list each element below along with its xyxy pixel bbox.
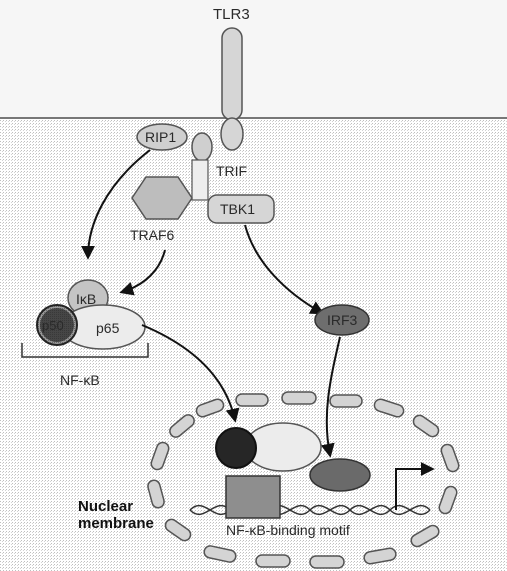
- extracellular-space: [0, 0, 507, 118]
- nfkb-binding-box: [226, 476, 280, 518]
- rip1-label: RIP1: [145, 129, 176, 145]
- trif-connector: [192, 160, 208, 200]
- tlr3-intracellular-domain: [221, 118, 243, 150]
- nuclear-membrane-label-line2: membrane: [78, 515, 154, 532]
- tlr3-receptor: [222, 28, 242, 120]
- traf6-label: TRAF6: [130, 227, 175, 243]
- p50-label: p50: [42, 318, 64, 333]
- nuclear-p50: [216, 428, 256, 468]
- p65-label: p65: [96, 320, 120, 336]
- nfkb-label: NF-κB: [60, 372, 100, 388]
- tlr3-label: TLR3: [213, 6, 250, 23]
- trif-label: TRIF: [216, 163, 247, 179]
- tbk1-label: TBK1: [220, 201, 255, 217]
- nuclear-membrane-label-line1: Nuclear: [78, 498, 133, 515]
- irf3-label: IRF3: [327, 312, 358, 328]
- trif-protein: [192, 133, 212, 161]
- nuclear-irf3: [310, 459, 370, 491]
- traf6-protein: [132, 177, 192, 219]
- ikb-label: IκB: [76, 291, 96, 307]
- binding-motif-label: NF-κB-binding motif: [226, 522, 350, 538]
